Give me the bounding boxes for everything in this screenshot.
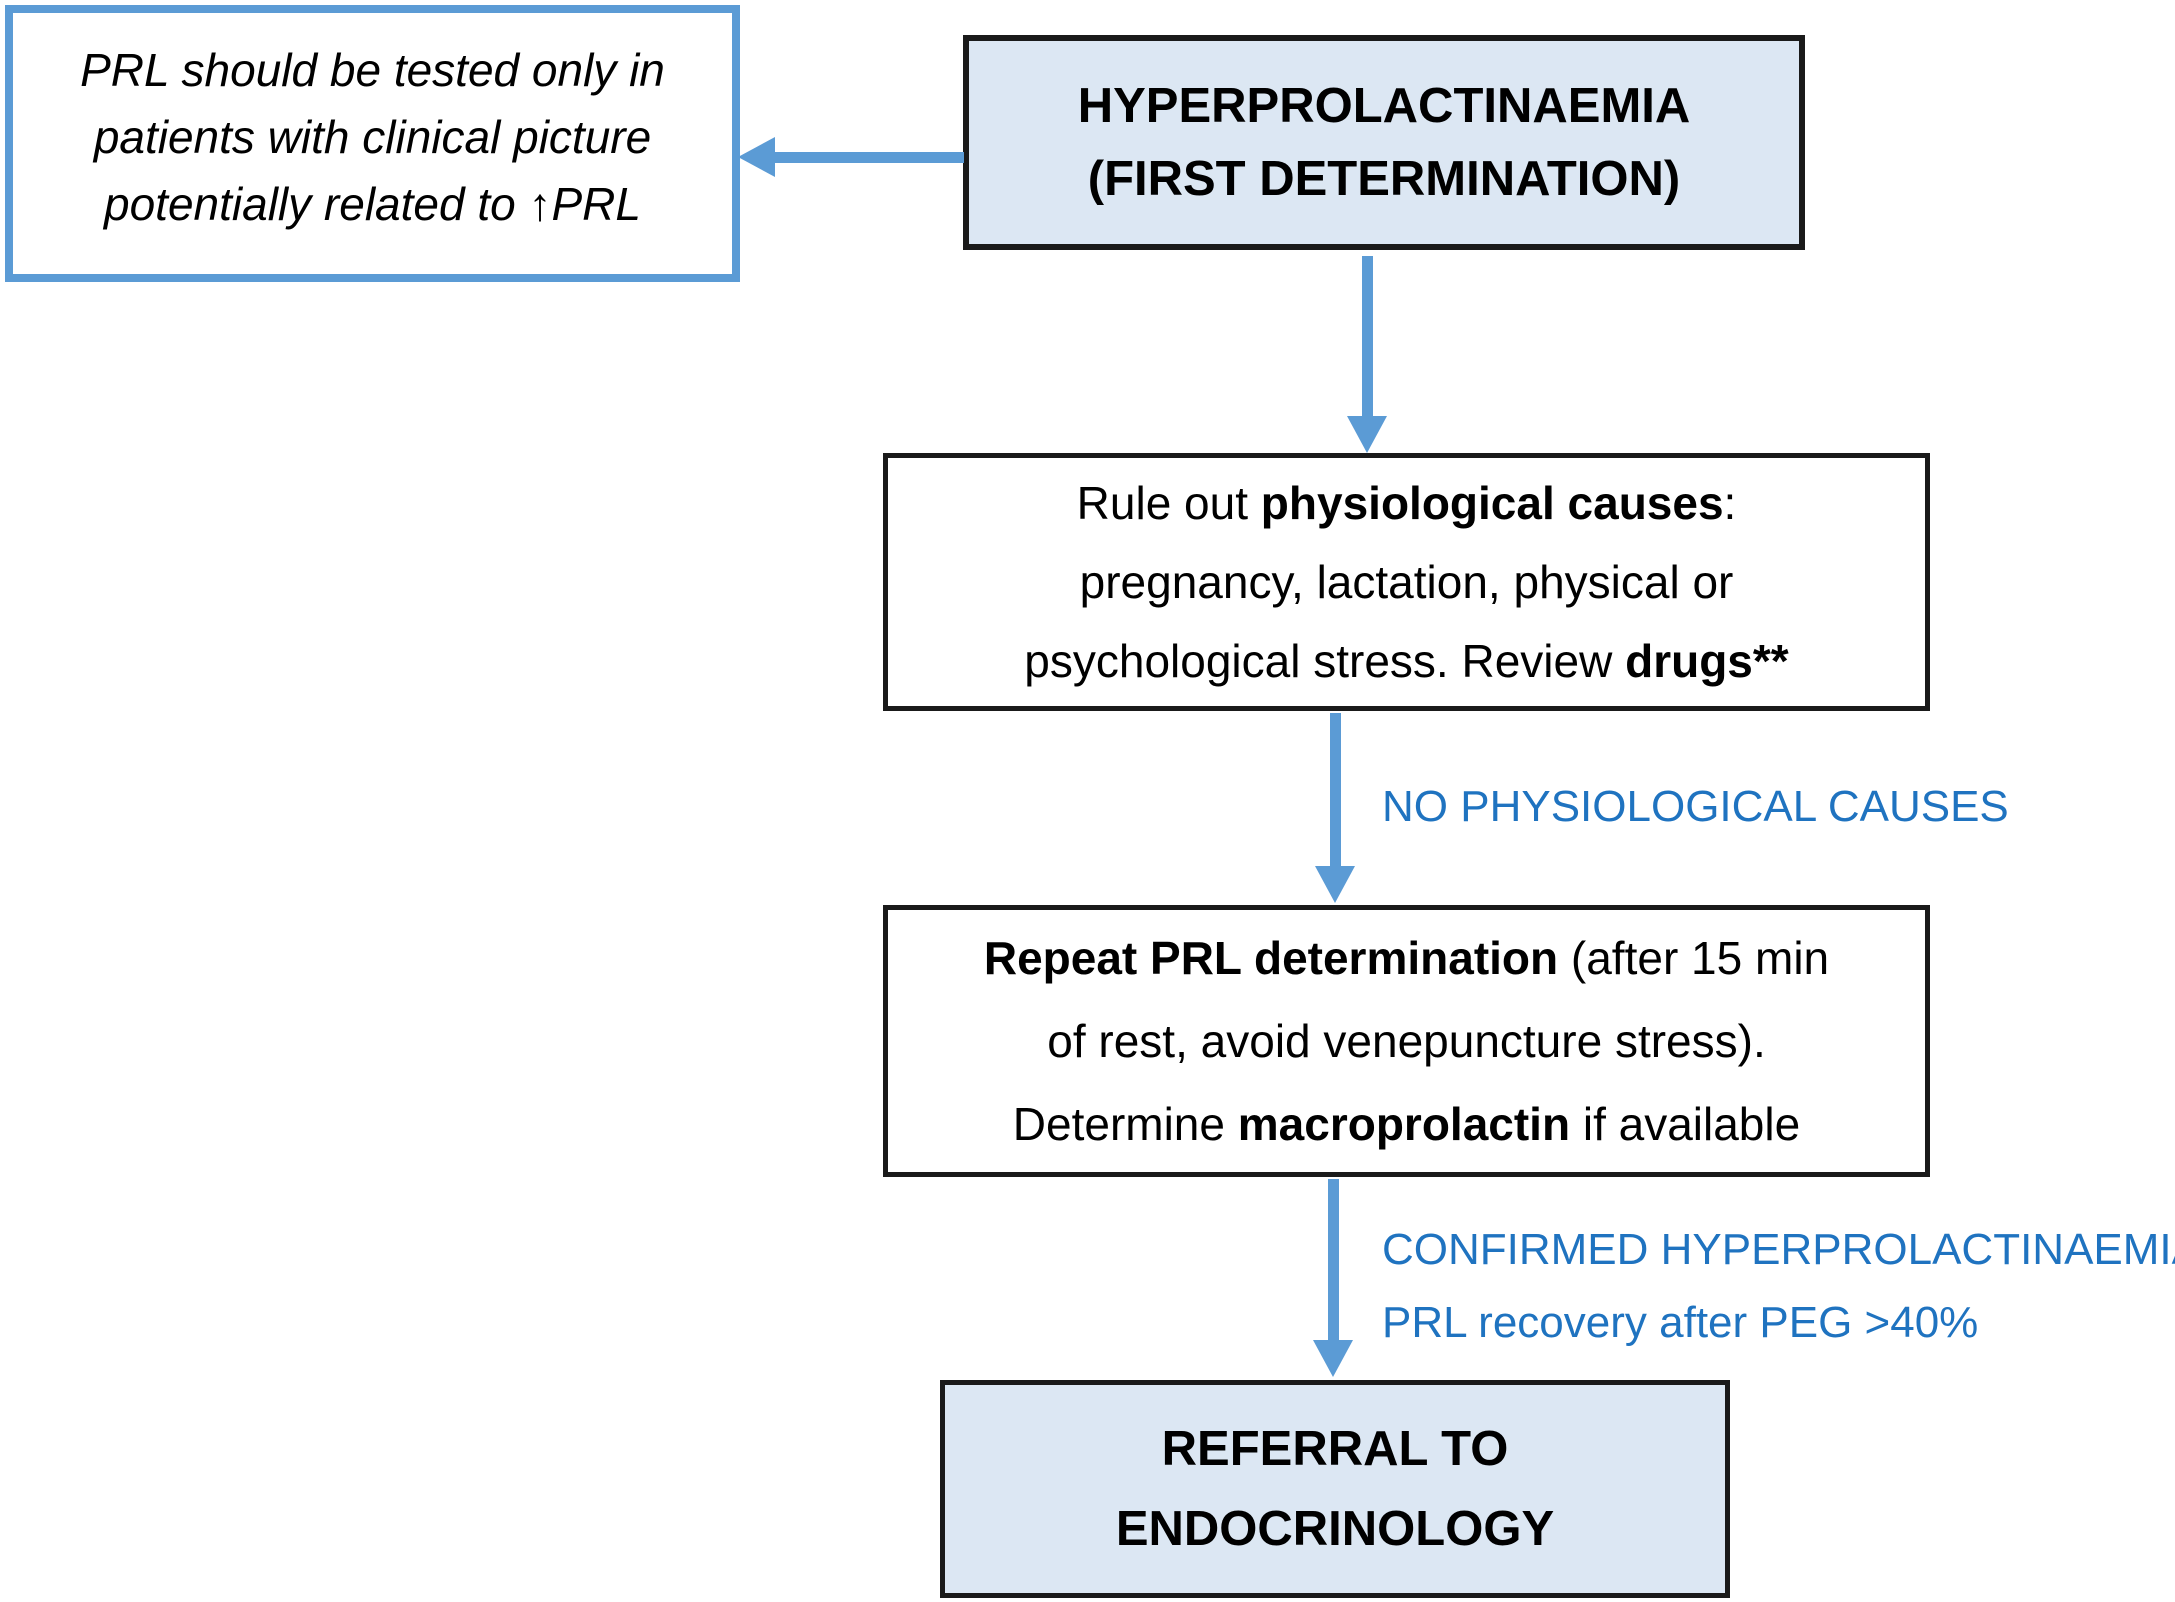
start-box-hyperprolactinaemia: HYPERPROLACTINAEMIA (FIRST DETERMINATION…	[963, 35, 1805, 250]
repeat-line: Repeat PRL determination (after 15 min	[983, 931, 1830, 984]
rule-out-line: psychological stress. Review drugs**	[1024, 634, 1789, 687]
arrow-down-2-shaft	[1330, 713, 1341, 867]
repeat-line: of rest, avoid venepuncture stress).	[1047, 1014, 1766, 1067]
repeat-line: Determine macroprolactin if available	[1012, 1097, 1801, 1150]
referral-line: ENDOCRINOLOGY	[1115, 1502, 1555, 1556]
edge-label-line: CONFIRMED HYPERPROLACTINAEMIA	[1382, 1225, 2175, 1274]
arrow-down-3-shaft	[1328, 1179, 1339, 1341]
note-box-prl-testing: PRL should be tested only in patients wi…	[5, 5, 740, 282]
arrow-left-icon	[738, 137, 775, 177]
edge-label-no-physiological-causes: NO PHYSIOLOGICAL CAUSES	[1382, 782, 2009, 831]
repeat-prl-box: Repeat PRL determination (after 15 min o…	[883, 905, 1930, 1177]
arrow-down-2-icon	[1315, 866, 1355, 903]
edge-label-confirmed-hyperprolactinaemia: CONFIRMED HYPERPROLACTINAEMIA PRL recove…	[1382, 1213, 2175, 1359]
note-line: patients with clinical picture	[93, 111, 652, 163]
start-box-line: HYPERPROLACTINAEMIA	[1077, 78, 1691, 133]
start-box-line: (FIRST DETERMINATION)	[1087, 151, 1681, 206]
note-line: potentially related to ↑PRL	[104, 178, 641, 230]
edge-label-line: PRL recovery after PEG >40%	[1382, 1298, 1979, 1347]
rule-out-line: Rule out physiological causes:	[1076, 476, 1737, 529]
rule-out-box: Rule out physiological causes: pregnancy…	[883, 453, 1930, 711]
arrow-down-1-shaft	[1362, 256, 1373, 417]
referral-box-endocrinology: REFERRAL TO ENDOCRINOLOGY	[940, 1380, 1730, 1598]
arrow-down-1-icon	[1347, 416, 1387, 453]
arrow-down-3-icon	[1313, 1340, 1353, 1377]
arrow-left-shaft	[772, 152, 964, 163]
rule-out-line: pregnancy, lactation, physical or	[1079, 555, 1734, 608]
referral-line: REFERRAL TO	[1161, 1422, 1509, 1476]
note-line: PRL should be tested only in	[80, 44, 665, 96]
